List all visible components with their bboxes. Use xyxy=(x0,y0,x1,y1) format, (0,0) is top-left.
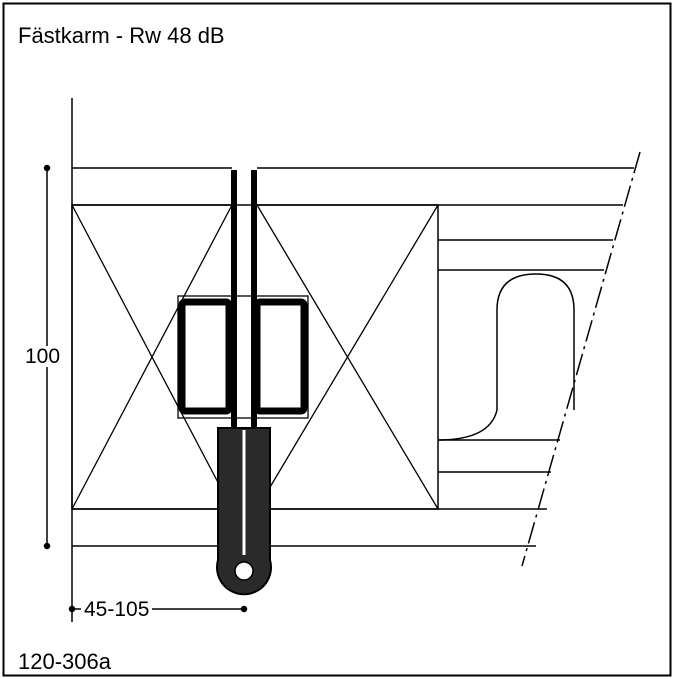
seal-strip xyxy=(216,427,272,596)
wall-layers xyxy=(72,167,634,547)
drawing-title: Fästkarm - Rw 48 dB xyxy=(18,23,225,48)
dimension-label-height: 100 xyxy=(24,345,62,368)
break-line xyxy=(521,151,641,567)
dimension-label-width: 45-105 xyxy=(81,599,153,620)
drawing-code: 120-306a xyxy=(18,649,111,674)
insulation-layers xyxy=(437,239,613,473)
